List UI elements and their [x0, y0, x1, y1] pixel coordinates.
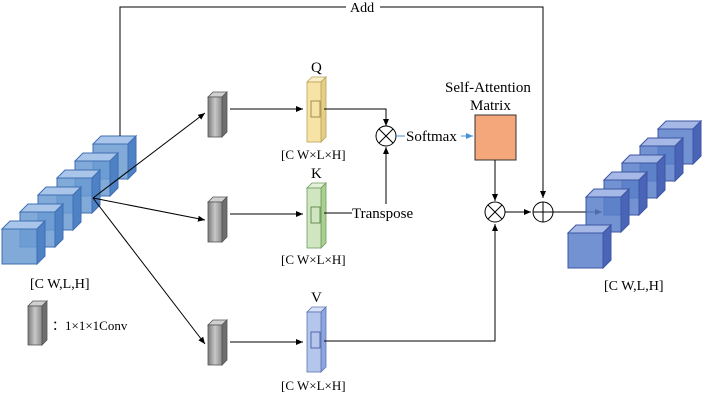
- attn-matrix-title-line2: Matrix: [470, 98, 511, 114]
- add-label: Add: [350, 1, 374, 16]
- add-skip-line: [119, 6, 546, 198]
- q-label: Q: [311, 60, 322, 76]
- output-cube-1: [584, 187, 631, 234]
- k-shape-label: [C W×L×H]: [281, 252, 346, 267]
- output-feature-cubes: [566, 119, 703, 270]
- output-shape-label: [C W,L,H]: [604, 279, 664, 294]
- add-operator: [532, 201, 554, 223]
- legend-conv-label: ：1×1×1Conv: [52, 318, 128, 333]
- v-to-matmul-line: [324, 224, 498, 342]
- input-shape-label: [C W,L,H]: [30, 277, 90, 292]
- q-shape-label: [C W×L×H]: [281, 147, 346, 162]
- arrow-to-conv-v: [92, 197, 206, 345]
- input-cube-0: [0, 219, 47, 266]
- output-cube-0: [566, 223, 613, 270]
- matmul-attn-v-operator: [484, 201, 506, 223]
- transpose-label: Transpose: [352, 206, 413, 222]
- k-label: K: [311, 166, 322, 182]
- input-feature-cubes: [0, 134, 138, 266]
- attn-matrix-title-line1: Self-Attention: [445, 80, 531, 96]
- v-feature-bar: [306, 306, 327, 373]
- conv-block-q: [207, 91, 228, 138]
- v-label: V: [311, 290, 322, 306]
- legend-conv-block: [27, 300, 48, 346]
- q-feature-bar: [306, 76, 327, 143]
- v-shape-label: [C W×L×H]: [281, 378, 346, 393]
- matmul-qk-operator: [375, 125, 397, 147]
- conv-block-v: [207, 319, 228, 366]
- q-to-matmul-line: [324, 108, 389, 126]
- arrow-to-conv-q: [92, 112, 206, 199]
- softmax-label: Softmax: [406, 129, 457, 145]
- conv-block-k: [207, 196, 228, 243]
- k-feature-bar: [306, 182, 327, 249]
- arrow-to-conv-k: [92, 197, 206, 222]
- self-attention-matrix: [474, 114, 517, 161]
